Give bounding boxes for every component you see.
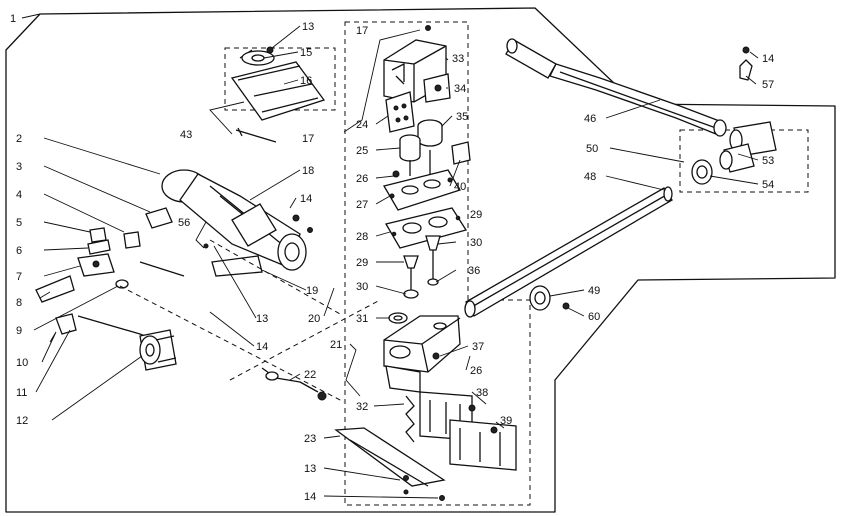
mounting-brackets-group bbox=[405, 391, 517, 471]
callout-32: 32 bbox=[356, 401, 368, 413]
callout-26-top: 26 bbox=[356, 173, 368, 185]
control-valve-group bbox=[139, 329, 177, 371]
callout-60: 60 bbox=[588, 311, 600, 323]
callout-29-left: 29 bbox=[356, 257, 368, 269]
callout-9: 9 bbox=[16, 325, 22, 337]
callout-18: 18 bbox=[302, 165, 314, 177]
fitting-group bbox=[691, 121, 777, 185]
callout-2: 2 bbox=[16, 133, 22, 145]
callout-12: 12 bbox=[16, 415, 28, 427]
callout-19: 19 bbox=[306, 285, 318, 297]
callout-5: 5 bbox=[16, 217, 22, 229]
callout-leader bbox=[21, 13, 41, 19]
callout-53: 53 bbox=[762, 155, 774, 167]
base-plate-group bbox=[383, 169, 461, 211]
callout-6: 6 bbox=[16, 245, 22, 257]
callout-50: 50 bbox=[586, 143, 598, 155]
valve-stems-group bbox=[388, 235, 441, 324]
top-right-hardware bbox=[739, 46, 753, 81]
callout-14-top-right: 14 bbox=[762, 53, 774, 65]
callout-48: 48 bbox=[584, 171, 596, 183]
callout-13-top: 13 bbox=[302, 21, 314, 33]
callout-34: 34 bbox=[454, 83, 466, 95]
callout-4: 4 bbox=[16, 189, 22, 201]
callout-23: 23 bbox=[304, 433, 316, 445]
outer-frame-outline bbox=[5, 7, 836, 513]
callout-14-bottom: 14 bbox=[304, 491, 316, 503]
callout-22: 22 bbox=[304, 369, 316, 381]
callout-31: 31 bbox=[356, 313, 368, 325]
callout-43: 43 bbox=[180, 129, 192, 141]
valve-plate-group bbox=[385, 91, 415, 133]
callout-13-bottom: 13 bbox=[304, 463, 316, 475]
callout-21: 21 bbox=[330, 339, 342, 351]
callout-37: 37 bbox=[472, 341, 484, 353]
callout-13-mid: 13 bbox=[256, 313, 268, 325]
pilot-section-frame bbox=[224, 47, 336, 111]
callout-30-right: 30 bbox=[470, 237, 482, 249]
callout-24: 24 bbox=[356, 119, 368, 131]
bottom-bracket-group bbox=[334, 427, 446, 501]
callout-39: 39 bbox=[500, 415, 512, 427]
burner-tube-group bbox=[161, 169, 313, 277]
callout-20: 20 bbox=[308, 313, 320, 325]
callout-30-left: 30 bbox=[356, 281, 368, 293]
gasket-group bbox=[384, 207, 468, 249]
callout-17-top: 17 bbox=[356, 25, 368, 37]
callout-11: 11 bbox=[16, 387, 27, 399]
callout-29-right: 29 bbox=[470, 209, 482, 221]
left-small-parts-group bbox=[35, 207, 185, 347]
callout-38: 38 bbox=[476, 387, 488, 399]
main-pipe-group bbox=[464, 186, 673, 318]
callout-14-mid: 14 bbox=[300, 193, 312, 205]
callout-49: 49 bbox=[588, 285, 600, 297]
callout-25: 25 bbox=[356, 145, 368, 157]
pilot-bracket-group bbox=[230, 46, 326, 143]
callout-28: 28 bbox=[356, 231, 368, 243]
flue-pipe-group bbox=[505, 38, 727, 137]
pilot-tube-group bbox=[261, 367, 327, 401]
callout-7: 7 bbox=[16, 271, 22, 283]
callout-35: 35 bbox=[456, 111, 468, 123]
callout-1: 1 bbox=[10, 13, 16, 25]
callout-57: 57 bbox=[762, 79, 774, 91]
callout-10: 10 bbox=[16, 357, 28, 369]
callout-26-lower: 26 bbox=[470, 365, 482, 377]
magnet-assembly bbox=[392, 119, 471, 178]
callout-36: 36 bbox=[468, 265, 480, 277]
valve-body-group bbox=[383, 315, 461, 393]
thermostat-head-group bbox=[383, 25, 451, 103]
callout-8: 8 bbox=[16, 297, 22, 309]
callout-labels-group: 1 2 3 4 5 6 7 8 9 10 11 12 13 15 16 43 1… bbox=[10, 13, 774, 503]
callout-27: 27 bbox=[356, 199, 368, 211]
callout-3: 3 bbox=[16, 161, 22, 173]
callout-15: 15 bbox=[300, 47, 312, 59]
callout-46: 46 bbox=[584, 113, 596, 125]
callout-54: 54 bbox=[762, 179, 774, 191]
callout-16: 16 bbox=[300, 75, 312, 87]
callout-17-right: 17 bbox=[302, 133, 314, 145]
callout-14-lower: 14 bbox=[256, 341, 268, 353]
pipe-clamp-group bbox=[529, 285, 570, 311]
callout-40: 40 bbox=[454, 181, 466, 193]
leader-lines-group bbox=[33, 25, 759, 499]
callout-33: 33 bbox=[452, 53, 464, 65]
callout-56: 56 bbox=[178, 217, 190, 229]
